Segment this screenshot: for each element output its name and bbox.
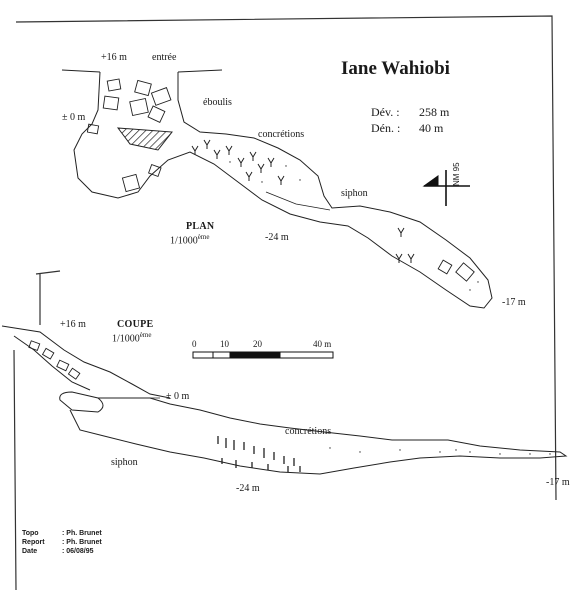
coupe-scale: 1/1000ème [112, 331, 151, 344]
stat-dev-value: 258 m [419, 105, 450, 119]
frame-border [13, 15, 557, 591]
plan-label-eboulis: éboulis [203, 97, 232, 108]
credit-topo-value: : Ph. Brunet [62, 530, 102, 537]
stat-den-value: 40 m [419, 121, 444, 135]
north-arrow-icon [422, 170, 470, 206]
coupe-label-minus17: -17 m [546, 477, 570, 488]
credits-block: Topo : Ph. Brunet Report : Ph. Brunet Date… [22, 529, 102, 556]
scale-tick-40: 40 m [313, 339, 332, 349]
plan-label-zero: ± 0 m [62, 112, 86, 123]
plan-label-entree: entrée [152, 52, 177, 63]
coupe-stipple [329, 447, 551, 455]
coupe-label-concretions: concrétions [285, 426, 332, 437]
plan-label-concretions: concrétions [258, 129, 305, 140]
credit-date: Date : 06/08/95 [22, 547, 102, 556]
scale-tick-10: 10 [220, 339, 229, 349]
stat-development: Dév. : 258 m [371, 106, 449, 118]
credit-topo-label: Topo [22, 530, 39, 537]
coupe-surface-line [1, 325, 171, 399]
coupe-label-siphon: siphon [111, 457, 138, 468]
north-label: NM 95 [452, 162, 461, 186]
coupe-heading: COUPE [117, 319, 154, 330]
plan-label-plus16: +16 m [101, 52, 127, 63]
credit-report: Report : Ph. Brunet [22, 538, 102, 547]
north-declination: 95 [452, 162, 461, 172]
plan-cave-outline [73, 71, 493, 309]
plan-scale-sup: ème [197, 233, 210, 241]
plan-hatched-area [116, 127, 173, 151]
coupe-label-zero: ± 0 m [166, 391, 190, 402]
credit-report-value: : Ph. Brunet [62, 539, 102, 546]
stat-dev-label: Dév. : [371, 105, 400, 119]
plan-scale: 1/1000ème [170, 233, 209, 246]
credit-date-label: Date [22, 548, 38, 555]
coupe-scale-main: 1/1000 [112, 333, 140, 345]
north-text: NM [452, 173, 461, 186]
plan-heading: PLAN [186, 221, 215, 232]
coupe-label-minus24: -24 m [236, 483, 260, 494]
plan-surface-line [61, 69, 223, 73]
plan-label-minus24: -24 m [265, 232, 289, 243]
plan-label-minus17: -17 m [502, 297, 526, 308]
plan-siphon-line [265, 191, 331, 211]
coupe-view [1, 325, 568, 475]
stat-denivelation: Dén. : 40 m [371, 122, 443, 134]
scale-tick-20: 20 [253, 339, 262, 349]
stat-den-label: Dén. : [371, 121, 401, 135]
plan-view [61, 69, 493, 309]
coupe-concretions [217, 436, 301, 472]
credit-date-value: : 06/08/95 [62, 548, 94, 555]
page-title: Iane Wahiobi [341, 58, 450, 79]
scale-tick-0: 0 [192, 339, 197, 349]
plan-boulders [86, 78, 475, 282]
plan-scale-main: 1/1000 [170, 235, 198, 247]
plan-label-siphon: siphon [341, 188, 368, 199]
coupe-scale-sup: ème [139, 331, 152, 339]
coupe-cave-outline [13, 335, 568, 475]
credit-topo: Topo : Ph. Brunet [22, 529, 102, 538]
plan-stipple [229, 161, 479, 291]
scale-bar [192, 351, 334, 359]
coupe-label-plus16: +16 m [60, 319, 86, 330]
coupe-boulders [28, 340, 81, 380]
credit-report-label: Report [22, 539, 45, 546]
plan-concretions [191, 139, 415, 263]
